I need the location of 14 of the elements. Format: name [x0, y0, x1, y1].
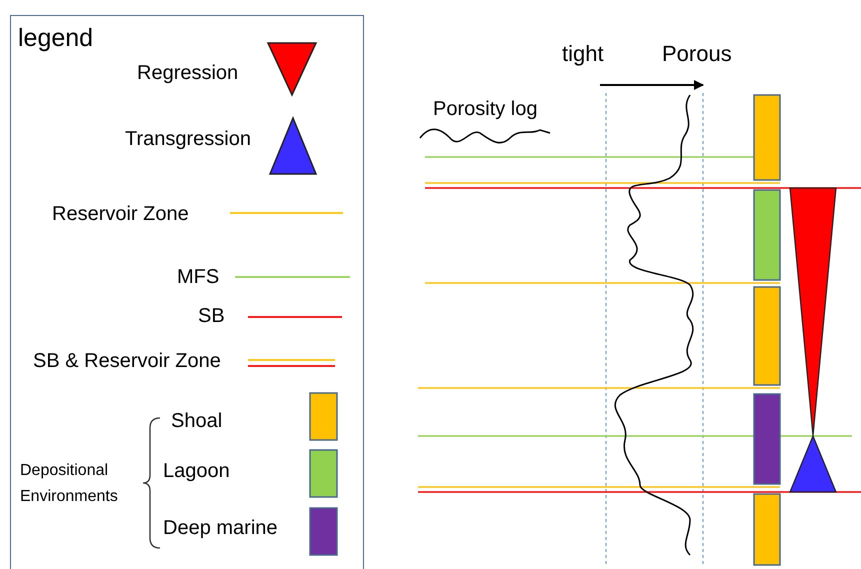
curve-label: Porosity log — [433, 98, 538, 120]
group-label: Depositional Environments — [20, 461, 119, 507]
legend-label: SB — [198, 305, 225, 327]
legend-label: Shoal — [171, 410, 222, 432]
legend-heading: legend — [18, 25, 94, 52]
axis-label: tight — [562, 42, 604, 66]
axis-label: Porous — [662, 42, 732, 66]
legend-label: Transgression — [125, 128, 251, 150]
legend-label: Reservoir Zone — [52, 203, 189, 225]
legend-label: SB & Reservoir Zone — [33, 350, 221, 372]
legend-label: Regression — [137, 62, 238, 84]
legend-label: Lagoon — [163, 460, 230, 482]
legend-label: Deep marine — [163, 517, 278, 539]
legend-label: MFS — [177, 266, 220, 288]
